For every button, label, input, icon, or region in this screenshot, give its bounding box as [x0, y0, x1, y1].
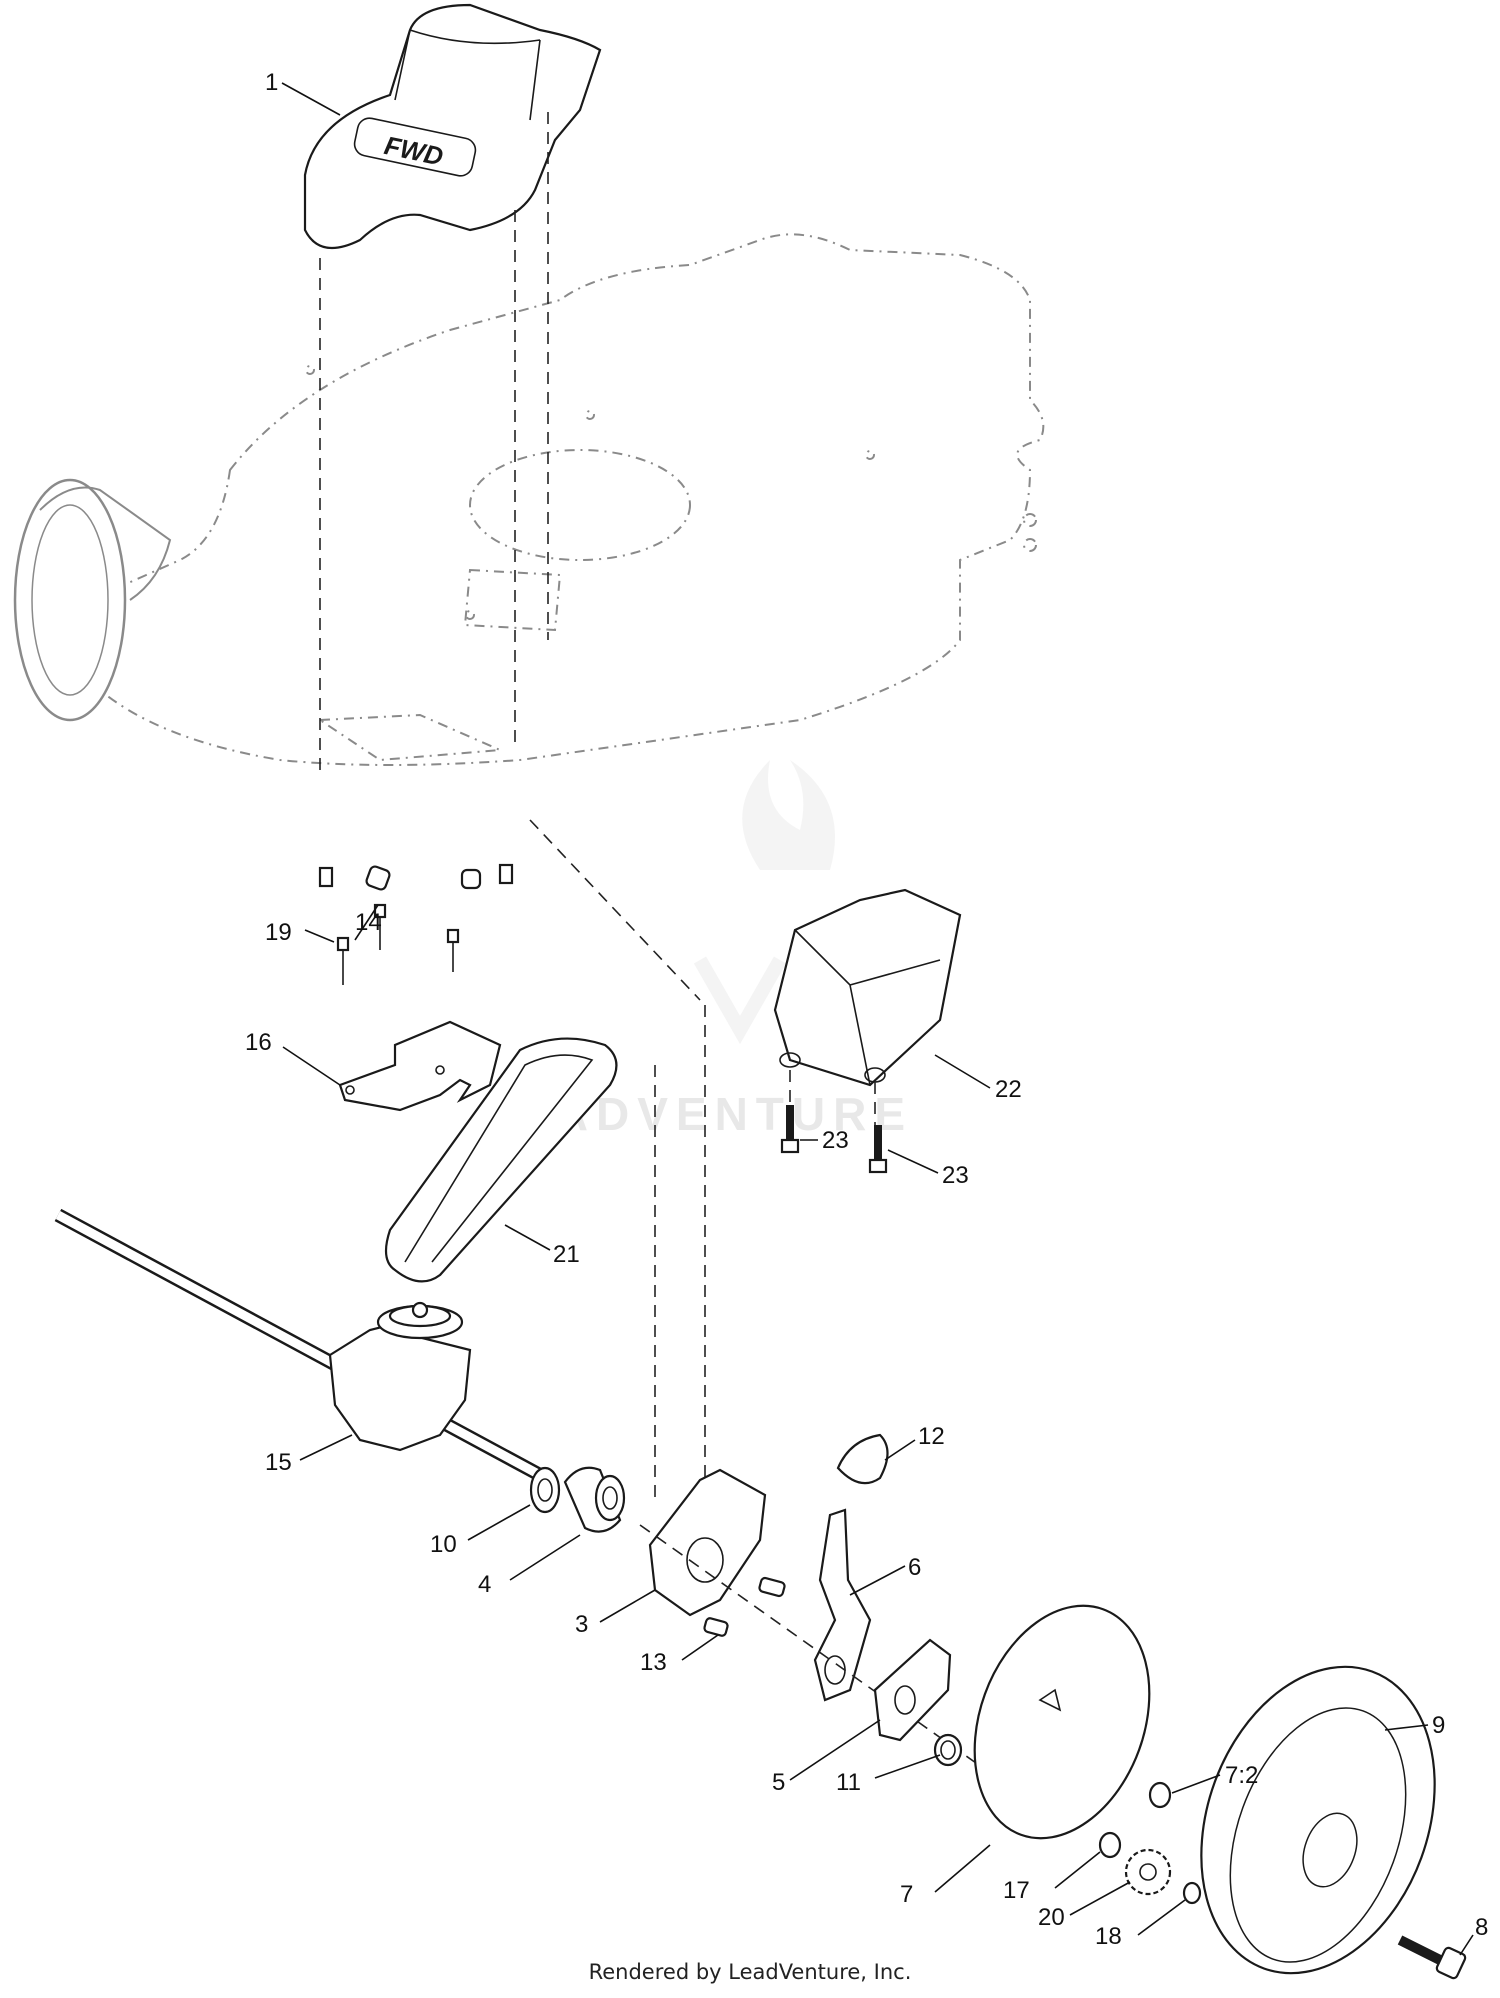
bolt-deck — [318, 866, 334, 888]
nut-deck — [460, 868, 482, 890]
top-cover-part-1: FWD — [303, 3, 602, 250]
watermark-logo — [693, 760, 835, 1045]
callout-21: 21 — [553, 1241, 580, 1268]
wheel-part-9 — [1200, 1665, 1436, 1975]
ring-part-11 — [933, 1733, 963, 1767]
callout-6: 6 — [908, 1554, 921, 1581]
bracket-part-22 — [773, 888, 962, 1087]
bearing-part-4 — [563, 1466, 626, 1533]
rear-wheel-ghost — [13, 478, 172, 722]
bracket-part-5 — [873, 1638, 952, 1742]
align-line — [529, 819, 701, 1001]
callout-17: 17 — [1003, 1877, 1030, 1904]
callout-3: 3 — [575, 1611, 588, 1638]
belt-part-21 — [384, 1037, 618, 1283]
callout-19: 19 — [265, 919, 292, 946]
callout-11: 11 — [836, 1769, 861, 1796]
wheel-guard-part-7 — [973, 1604, 1151, 1840]
bolt-deck — [498, 863, 514, 885]
callout-10: 10 — [430, 1531, 457, 1558]
footer-credit: Rendered by LeadVenture, Inc. — [588, 1960, 912, 1984]
callout-20: 20 — [1038, 1904, 1065, 1931]
callout-7: 7 — [900, 1881, 913, 1908]
lever-part-6 — [813, 1508, 872, 1702]
nut-part-14 — [365, 865, 391, 891]
callout-18: 18 — [1095, 1923, 1122, 1950]
callout-16: 16 — [245, 1029, 272, 1056]
bushing-part-10 — [529, 1466, 561, 1514]
knob-part-12 — [836, 1433, 889, 1485]
callout-1: 1 — [265, 69, 278, 96]
callout-15: 15 — [265, 1449, 292, 1476]
mower-deck-ghost — [81, 233, 1045, 766]
clip-part-18 — [1182, 1881, 1202, 1905]
callout-12: 12 — [918, 1423, 945, 1450]
callout-23-a: 23 — [822, 1127, 849, 1154]
callout-4: 4 — [478, 1571, 491, 1598]
washer-part-17 — [1098, 1831, 1122, 1859]
callout-9: 9 — [1432, 1712, 1445, 1739]
bolt-part-23a — [780, 1105, 800, 1154]
callout-22: 22 — [995, 1076, 1022, 1103]
gear-part-20 — [1124, 1848, 1172, 1896]
bolt-part-19 — [336, 936, 350, 985]
callout-8: 8 — [1475, 1914, 1488, 1941]
callout-23-b: 23 — [942, 1162, 969, 1189]
callout-5: 5 — [772, 1769, 785, 1796]
callout-13: 13 — [640, 1649, 667, 1676]
callout-14: 14 — [355, 909, 382, 936]
washer-part-7-2 — [1148, 1781, 1172, 1809]
bolt-part-8 — [1397, 1935, 1467, 1980]
callout-7-2: 7:2 — [1225, 1762, 1258, 1789]
bolt-part-19c — [446, 928, 460, 972]
plate-part-3 — [648, 1468, 786, 1637]
leader-lines — [281, 82, 1474, 1956]
transmission-part-15 — [54, 1208, 544, 1482]
bracket-part-16 — [338, 1020, 502, 1112]
bolt-part-23b — [868, 1125, 888, 1174]
